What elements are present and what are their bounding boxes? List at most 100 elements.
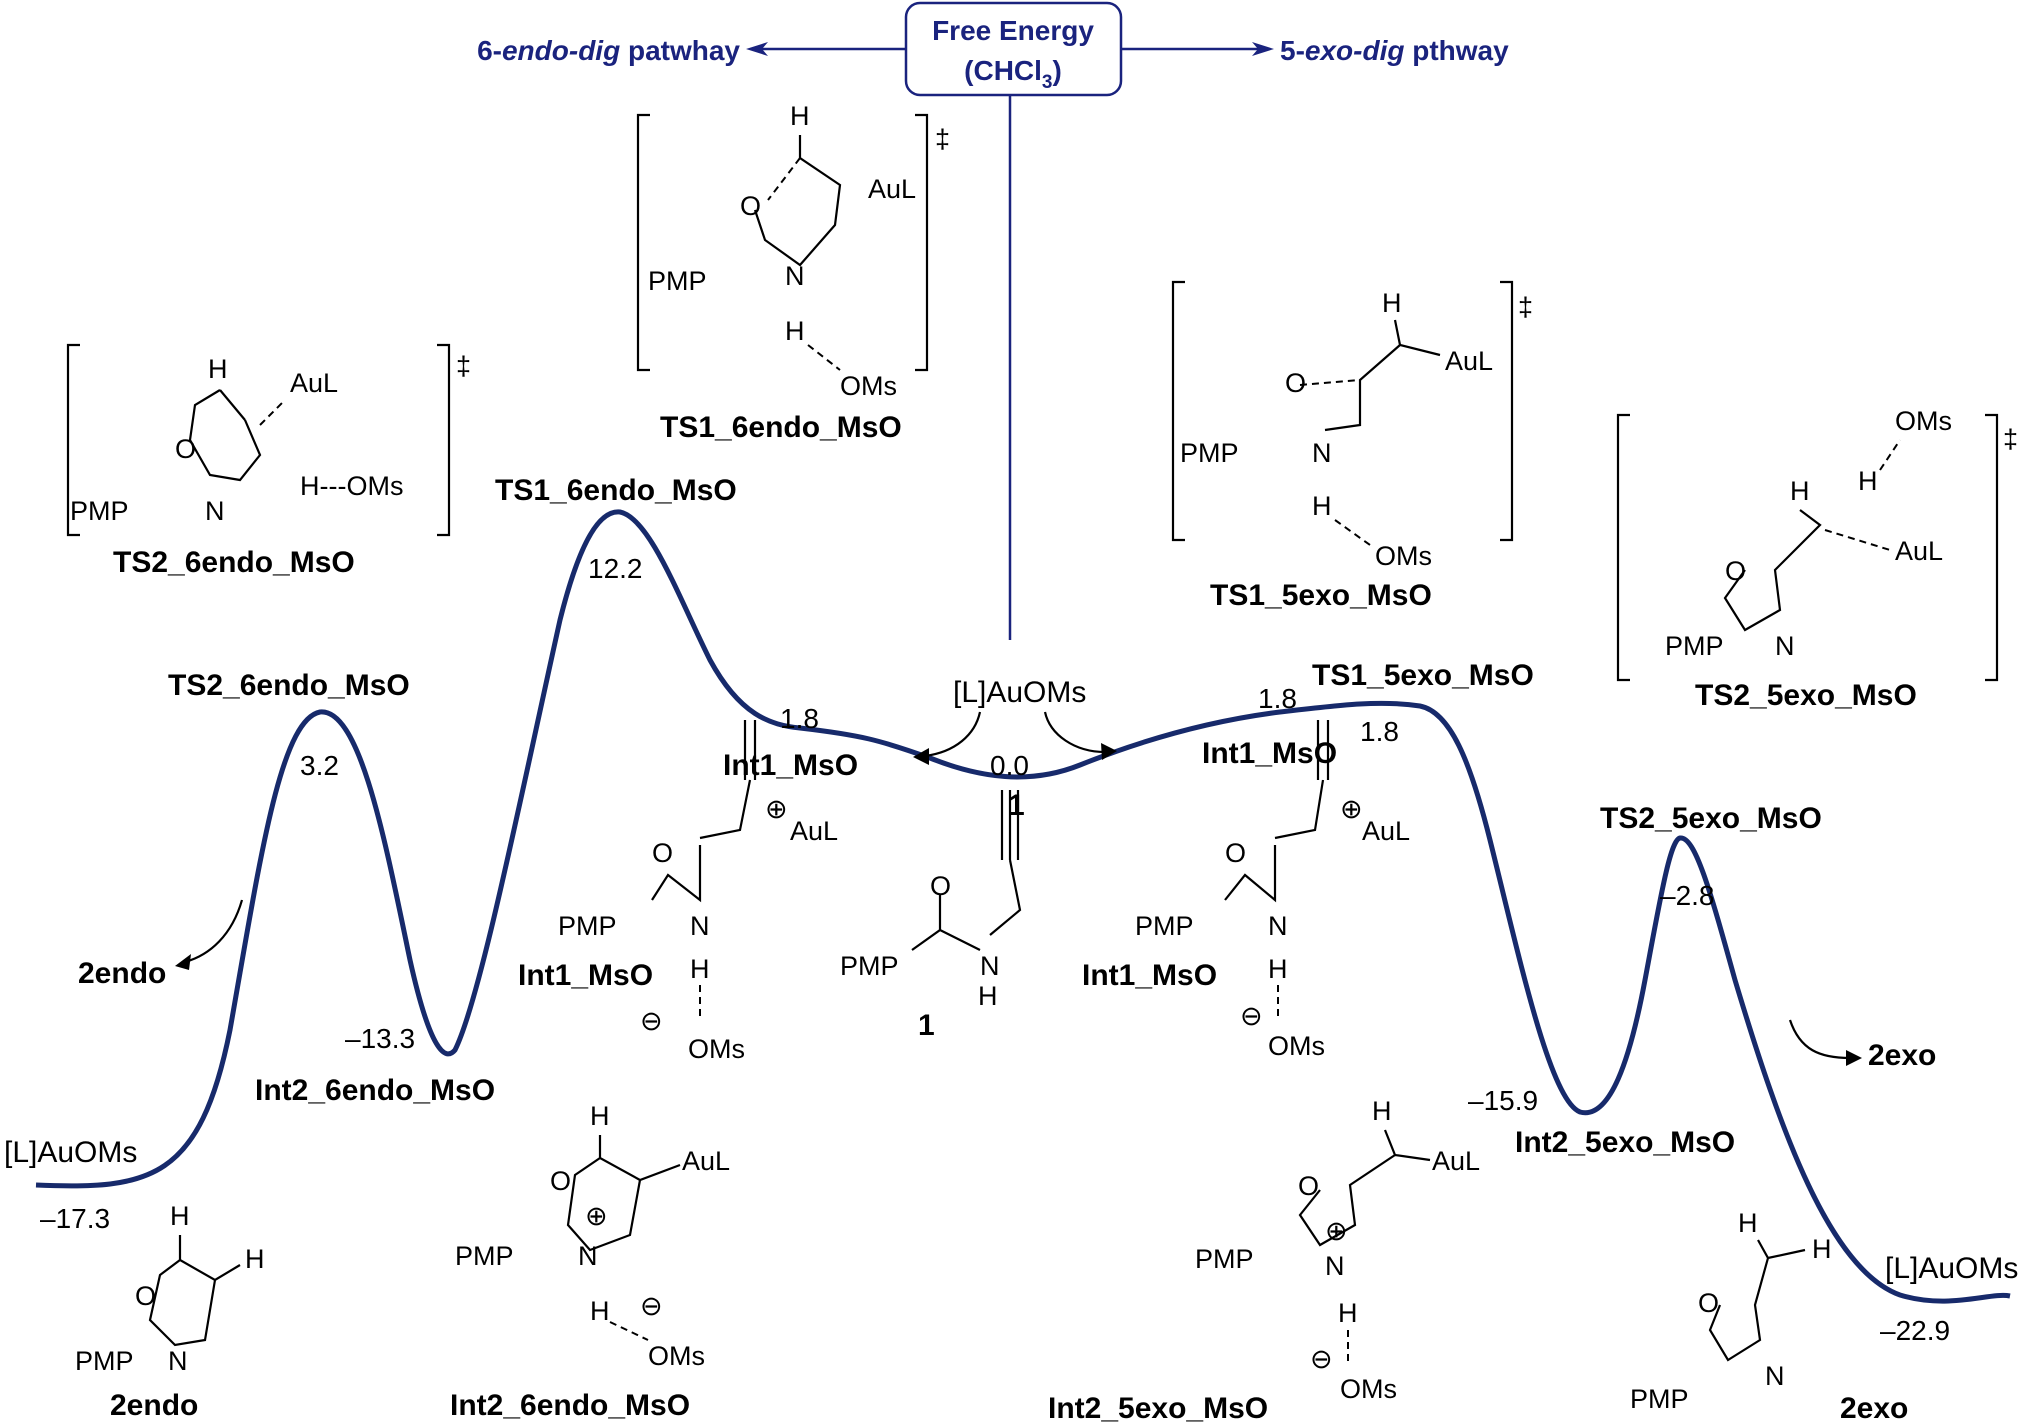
int2-5exo-caption: Int2_5exo_MsO — [1048, 1392, 1268, 1425]
svg-text:OMs: OMs — [840, 371, 897, 401]
plus-charge-icon: ⊕ — [585, 1201, 608, 1231]
endo-pathway-label: 6-endo-dig patwhay — [477, 35, 740, 66]
energy-center: 0.0 — [990, 750, 1029, 781]
2exo-caption: 2exo — [1840, 1392, 1908, 1425]
svg-text:AuL: AuL — [682, 1146, 730, 1176]
center-to-int1-right-arrow — [1043, 711, 1106, 754]
svg-text:H: H — [1790, 476, 1810, 506]
svg-text:N: N — [1312, 438, 1332, 468]
energy-ts1-6endo: 12.2 — [588, 553, 643, 584]
energy-end-right: –22.9 — [1880, 1315, 1950, 1346]
svg-text:H: H — [1738, 1208, 1758, 1238]
int2-6endo-curve-label: Int2_6endo_MsO — [255, 1074, 495, 1107]
svg-text:H---OMs: H---OMs — [300, 471, 403, 501]
int1-right-curve-label: Int1_MsO — [1202, 737, 1337, 770]
curve-annotations: [L]AuOMs –17.3 2endo TS2_6endo_MsO 3.2 –… — [4, 474, 2018, 1346]
svg-text:H: H — [1268, 954, 1288, 984]
svg-text:H: H — [978, 981, 998, 1011]
energy-int2-5exo: –15.9 — [1468, 1085, 1538, 1116]
svg-text:N: N — [205, 496, 225, 526]
2exo-structure: H H O PMP N 2exo — [1630, 1208, 1908, 1425]
center-left-arrowhead-icon — [913, 748, 929, 765]
ts2-6endo-structure: ‡ H O N PMP AuL H---OMs TS2_6endo_MsO — [66, 343, 471, 579]
svg-text:H: H — [785, 316, 805, 346]
energy-profile-curve — [35, 509, 2011, 1304]
minus-charge-icon: ⊖ — [1310, 1344, 1333, 1374]
svg-text:O: O — [1298, 1171, 1319, 1201]
energy-ts2-6endo: 3.2 — [300, 750, 339, 781]
solvent-label: (CHCl3) — [964, 55, 1062, 93]
svg-text:PMP: PMP — [1135, 911, 1194, 941]
ts2-5exo-structure: ‡ OMs H H AuL O PMP N TS2_5exo_MsO — [1616, 406, 2018, 712]
ts1-6endo-structure: ‡ H O AuL PMP N H OMs TS1_6endo_MsO — [636, 101, 950, 444]
ts1-5exo-caption: TS1_5exo_MsO — [1210, 579, 1432, 612]
int2-5exo-structure: H AuL O ⊕ PMP N H ⊖ OMs Int2_5exo_MsO — [1048, 1096, 1480, 1425]
svg-text:O: O — [1698, 1288, 1719, 1318]
svg-text:H: H — [1372, 1096, 1392, 1126]
left-arrowhead-icon — [746, 42, 768, 56]
svg-text:‡: ‡ — [1518, 292, 1533, 322]
svg-text:H: H — [790, 101, 810, 131]
svg-text:AuL: AuL — [1445, 346, 1493, 376]
branch-2exo-arrowhead-icon — [1846, 1050, 1862, 1066]
svg-text:O: O — [1725, 556, 1746, 586]
compound-1-structure: O PMP N H 1 — [840, 790, 1022, 1042]
svg-text:O: O — [652, 838, 673, 868]
int2-5exo-curve-label: Int2_5exo_MsO — [1515, 1126, 1735, 1159]
energy-int1-right: 1.8 — [1360, 716, 1399, 747]
svg-text:H: H — [590, 1101, 610, 1131]
svg-text:OMs: OMs — [1340, 1374, 1397, 1404]
ts2-6endo-caption: TS2_6endo_MsO — [113, 546, 355, 579]
svg-text:AuL: AuL — [790, 816, 838, 846]
svg-text:PMP: PMP — [558, 911, 617, 941]
ts1-6endo-caption: TS1_6endo_MsO — [660, 411, 902, 444]
minus-charge-icon: ⊖ — [640, 1006, 663, 1036]
2endo-caption: 2endo — [110, 1389, 198, 1422]
reagent-center-label: [L]AuOMs — [953, 676, 1086, 709]
center-right-arrowhead-icon — [1101, 743, 1117, 760]
svg-text:‡: ‡ — [2003, 424, 2018, 454]
branch-2exo-label: 2exo — [1868, 1039, 1936, 1072]
svg-text:N: N — [168, 1346, 188, 1376]
compound-1-caption: 1 — [918, 1009, 935, 1042]
center-compound-label: 1 — [1008, 789, 1025, 822]
svg-text:OMs: OMs — [1375, 541, 1432, 571]
svg-text:H: H — [1858, 466, 1878, 496]
svg-text:H: H — [170, 1201, 190, 1231]
int1-left-curve-label: Int1_MsO — [723, 749, 858, 782]
svg-text:AuL: AuL — [1895, 536, 1943, 566]
int2-6endo-caption: Int2_6endo_MsO — [450, 1389, 690, 1422]
svg-text:PMP: PMP — [455, 1241, 514, 1271]
svg-text:O: O — [930, 871, 951, 901]
branch-2exo-arrow — [1788, 1019, 1851, 1060]
svg-text:O: O — [1285, 368, 1306, 398]
svg-text:O: O — [175, 434, 196, 464]
ts2-6endo-curve-label: TS2_6endo_MsO — [168, 669, 410, 702]
dagger-icon: ‡ — [456, 351, 471, 381]
svg-text:N: N — [1268, 911, 1288, 941]
svg-text:‡: ‡ — [935, 124, 950, 154]
ts1-6endo-curve-label: TS1_6endo_MsO — [495, 474, 737, 507]
right-arrowhead-icon — [1252, 42, 1274, 56]
svg-text:O: O — [550, 1166, 571, 1196]
ts2-5exo-caption: TS2_5exo_MsO — [1695, 679, 1917, 712]
svg-text:N: N — [980, 951, 1000, 981]
svg-text:PMP: PMP — [70, 496, 129, 526]
svg-text:O: O — [1225, 838, 1246, 868]
energy-int2-6endo: –13.3 — [345, 1023, 415, 1054]
svg-text:N: N — [578, 1241, 598, 1271]
energy-int1-left: 1.8 — [780, 703, 819, 734]
svg-text:N: N — [1325, 1251, 1345, 1281]
branch-2endo-arrowhead-icon — [175, 954, 191, 970]
header: Free Energy (CHCl3) 6-endo-dig patwhay 5… — [477, 1, 1509, 640]
reagent-left-label: [L]AuOMs — [4, 1136, 137, 1169]
svg-text:N: N — [1765, 1361, 1785, 1391]
energy-ts2-5exo: –2.8 — [1660, 880, 1715, 911]
svg-text:PMP: PMP — [1665, 631, 1724, 661]
energy-start-left: –17.3 — [40, 1203, 110, 1234]
int2-6endo-structure: H O AuL ⊕ PMP N H ⊖ OMs Int2_6endo_MsO — [450, 1101, 730, 1422]
plus-charge-icon: ⊕ — [1340, 794, 1363, 824]
svg-text:H: H — [1382, 288, 1402, 318]
svg-text:H: H — [245, 1244, 265, 1274]
